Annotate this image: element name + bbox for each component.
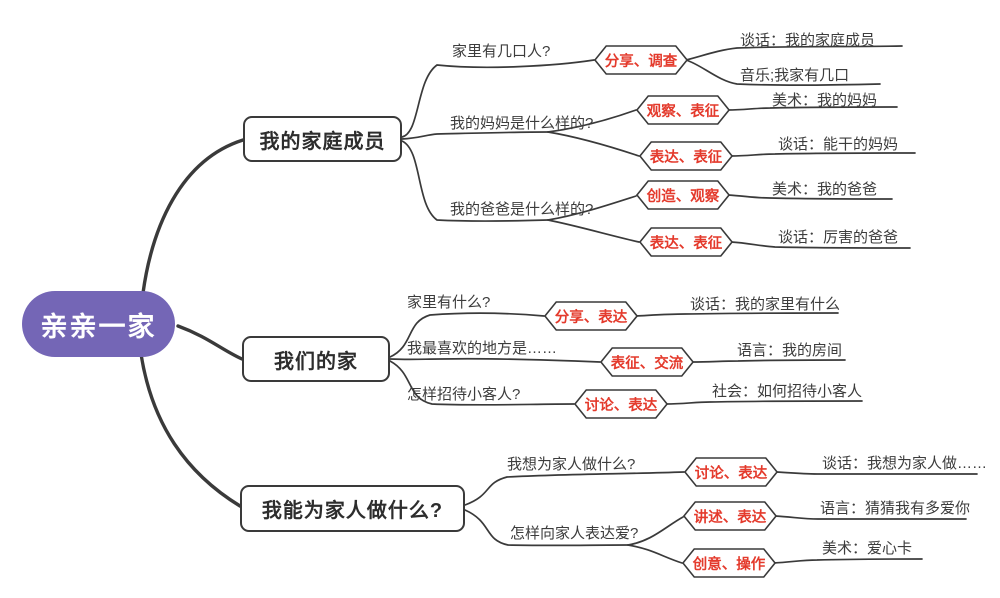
root-topic[interactable]: 亲亲一家 [22,291,175,357]
question-favorite-place[interactable]: 我最喜欢的地方是…… [407,340,558,357]
method-label: 讨论、表达 [584,397,658,414]
method-discuss-express-family[interactable]: 讨论、表达 [684,457,778,487]
outcome-talk-capable-mom[interactable]: 谈话：能干的妈妈 [778,136,899,153]
method-narrate-express[interactable]: 讲述、表达 [683,501,777,531]
branch-family-members[interactable]: 我的家庭成员 [243,116,402,162]
outcome-language-guess-how-much[interactable]: 语言：猜猜我有多爱你 [820,500,971,517]
hexagon-shape [683,501,777,531]
branch-help-family[interactable]: 我能为家人做什么? [240,485,465,532]
outcome-language-my-room[interactable]: 语言：我的房间 [737,342,843,359]
hexagon-shape [544,301,638,331]
method-share-survey[interactable]: 分享、调查 [594,45,688,75]
method-label: 创意、操作 [692,556,766,573]
outcome-social-host-guests[interactable]: 社会：如何招待小客人 [712,383,863,400]
branch-family-members-label: 我的家庭成员 [259,130,386,153]
question-what-is-at-home[interactable]: 家里有什么? [407,294,491,311]
outcome-art-love-card[interactable]: 美术：爱心卡 [822,540,913,557]
method-label: 创造、观察 [646,188,720,205]
hexagon-shape [636,95,730,125]
question-what-is-dad-like[interactable]: 我的爸爸是什么样的? [450,201,594,218]
question-what-is-mom-like[interactable]: 我的妈妈是什么样的? [450,115,594,132]
method-create-observe[interactable]: 创造、观察 [636,180,730,210]
question-express-love[interactable]: 怎样向家人表达爱? [510,525,639,542]
outcome-music-how-many[interactable]: 音乐;我家有几口 [740,67,850,84]
hexagon-shape [639,141,733,171]
question-what-to-do-for-family[interactable]: 我想为家人做什么? [507,456,636,473]
outcome-art-my-mom[interactable]: 美术：我的妈妈 [772,92,878,109]
hexagon-shape [682,548,776,578]
method-label: 表征、交流 [610,355,684,372]
method-label: 观察、表征 [646,103,720,120]
outcome-talk-what-in-home[interactable]: 谈话：我的家里有什么 [690,296,841,313]
hexagon-shape [684,457,778,487]
method-label: 分享、调查 [604,53,678,70]
question-how-many-people[interactable]: 家里有几口人? [452,43,551,60]
method-represent-communicate[interactable]: 表征、交流 [600,347,694,377]
hexagon-shape [594,45,688,75]
method-label: 讨论、表达 [694,465,768,482]
method-label: 表达、表征 [649,235,723,252]
method-discuss-express-guests[interactable]: 讨论、表达 [574,389,668,419]
method-label: 讲述、表达 [693,509,767,526]
root-topic-label: 亲亲一家 [40,311,157,342]
hexagon-shape [639,227,733,257]
method-share-express[interactable]: 分享、表达 [544,301,638,331]
method-express-represent-mom[interactable]: 表达、表征 [639,141,733,171]
outcome-talk-family-members[interactable]: 谈话：我的家庭成员 [740,32,876,49]
hexagon-shape [636,180,730,210]
outcome-talk-awesome-dad[interactable]: 谈话：厉害的爸爸 [778,229,899,246]
method-label: 分享、表达 [554,309,628,326]
method-observe-represent[interactable]: 观察、表征 [636,95,730,125]
branch-help-family-label: 我能为家人做什么? [261,500,444,522]
branch-our-home-label: 我们的家 [274,350,358,373]
outcome-art-my-dad[interactable]: 美术：我的爸爸 [772,181,878,198]
outcome-talk-what-i-want-to-do[interactable]: 谈话：我想为家人做…… [822,455,988,472]
method-creative-operate[interactable]: 创意、操作 [682,548,776,578]
method-express-represent-dad[interactable]: 表达、表征 [639,227,733,257]
hexagon-shape [600,347,694,377]
method-label: 表达、表征 [649,149,723,166]
branch-our-home[interactable]: 我们的家 [242,336,390,382]
question-host-little-guests[interactable]: 怎样招待小客人? [407,386,521,403]
hexagon-shape [574,389,668,419]
